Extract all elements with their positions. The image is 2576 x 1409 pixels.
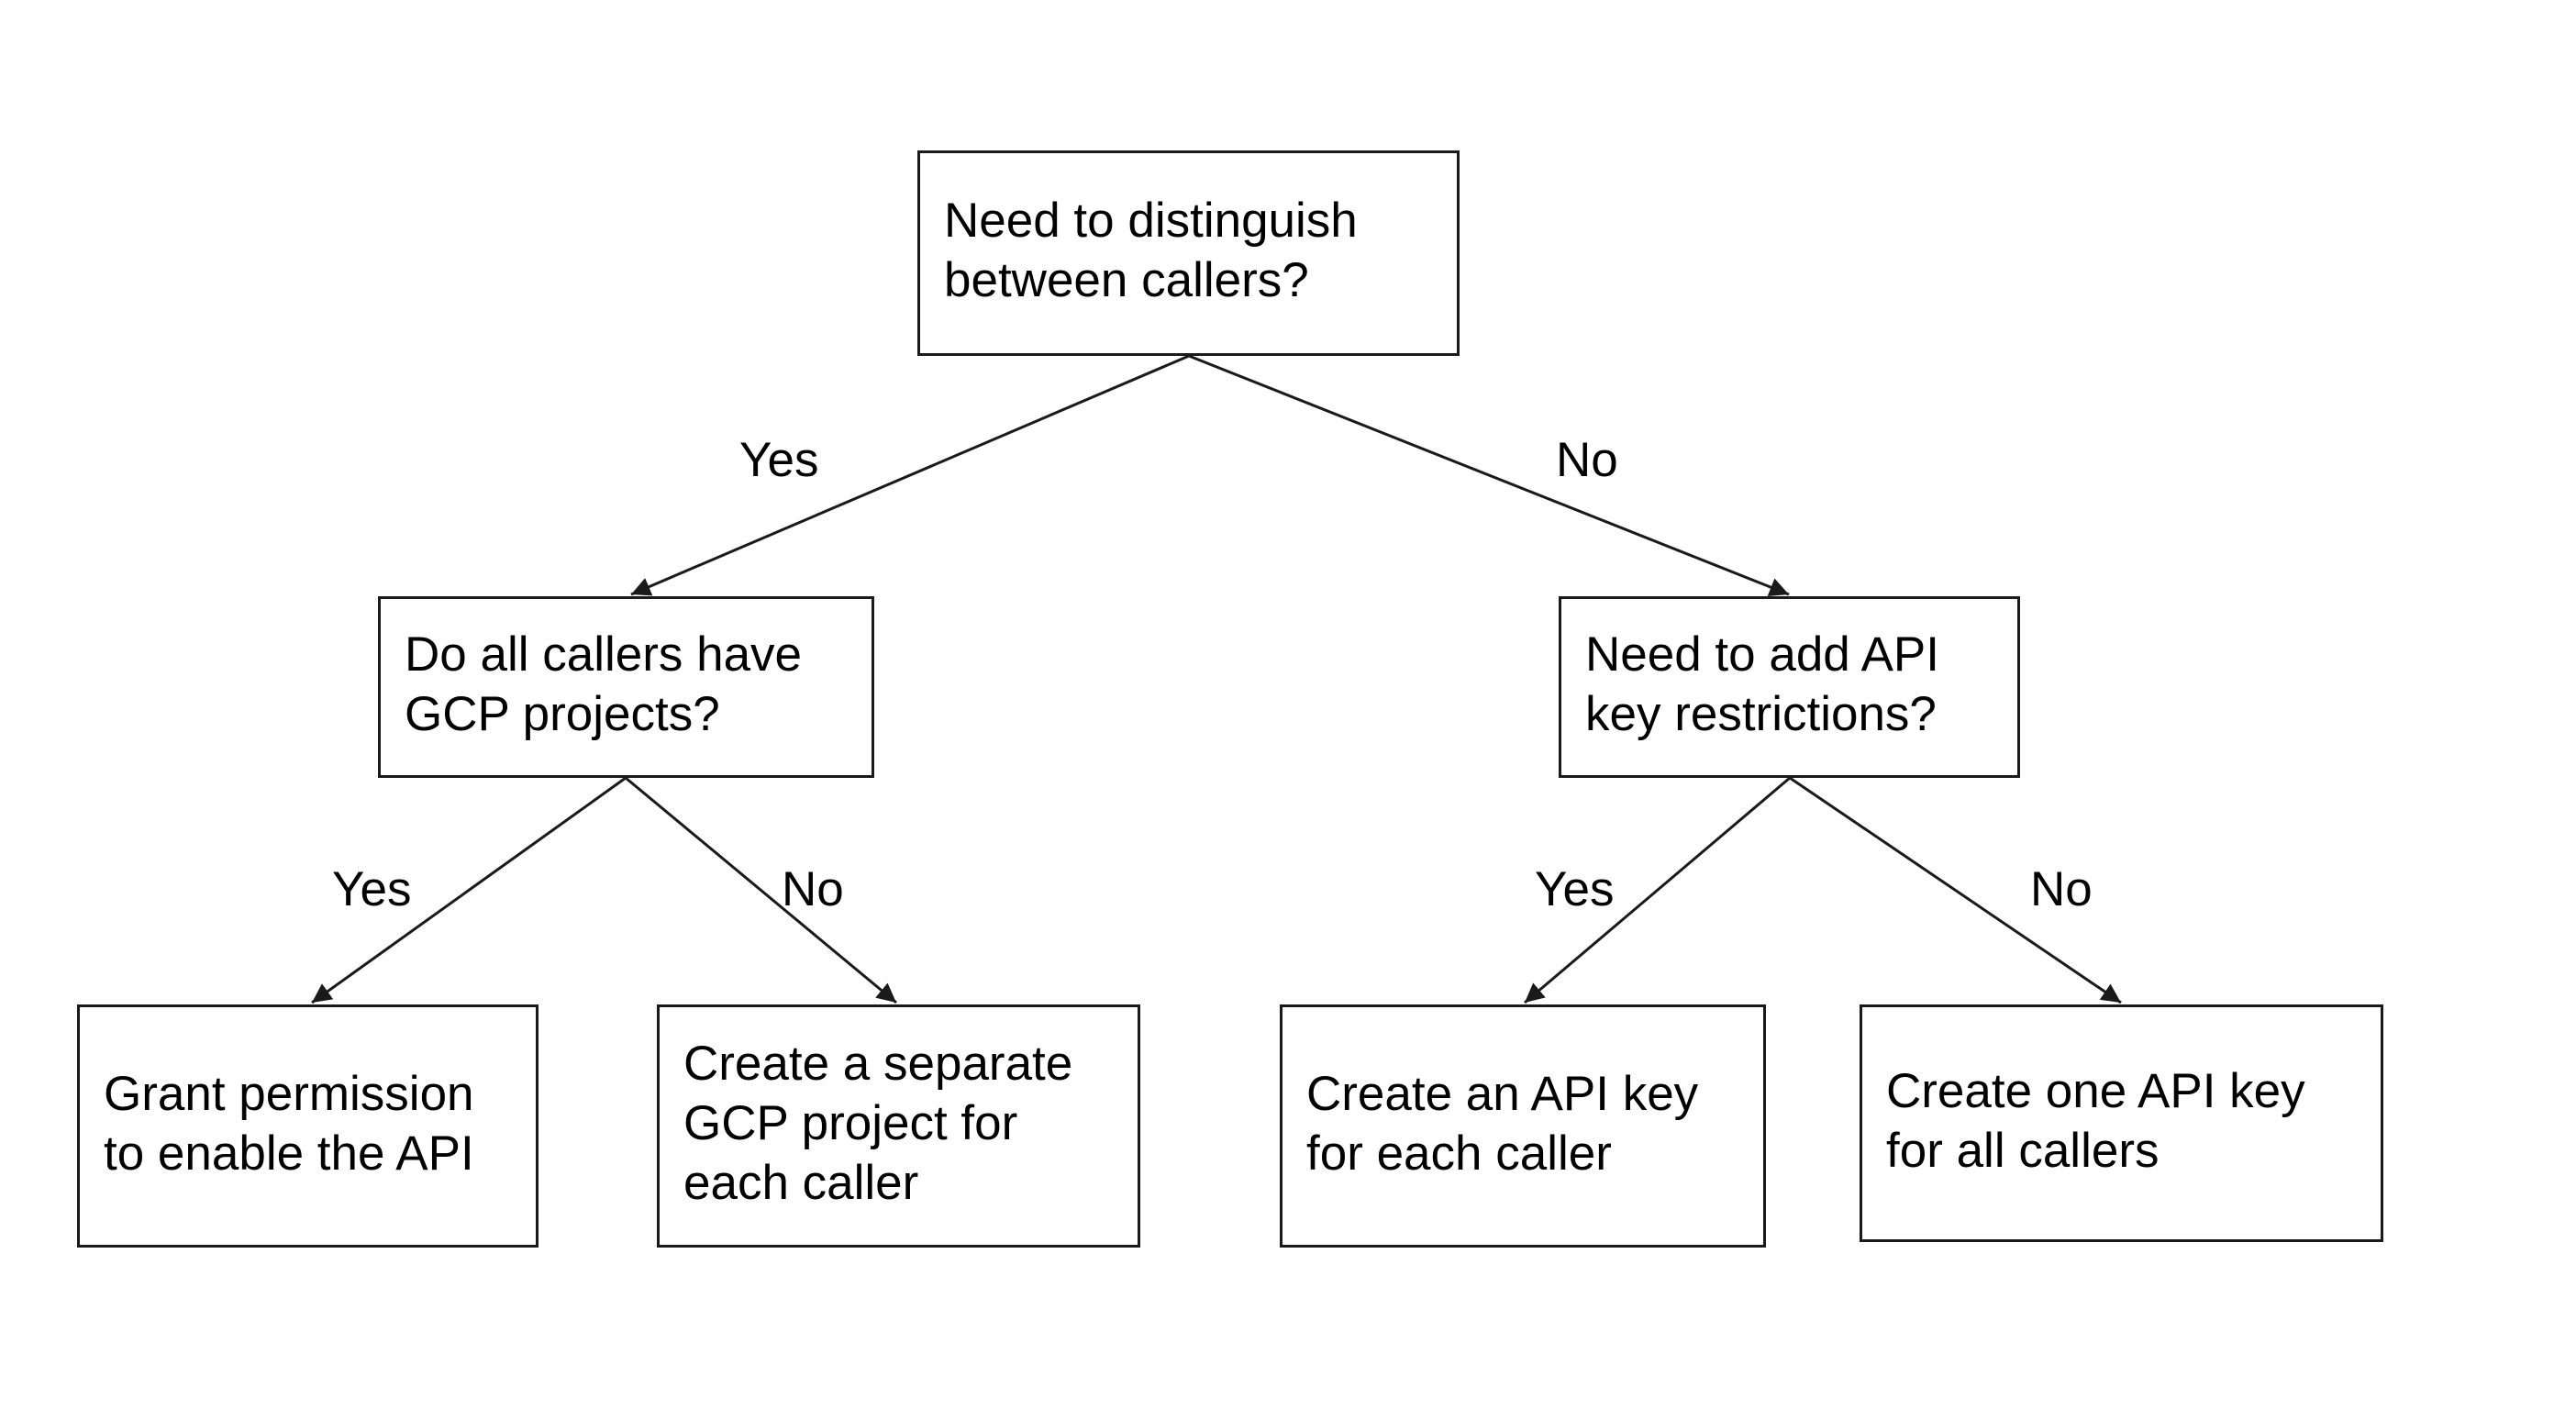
edge-label-left-yes: Yes (332, 862, 412, 916)
decision-node-gcp-projects: Do all callers have GCP projects? (378, 596, 874, 778)
edge-label-root-no: No (1556, 433, 1618, 487)
decision-node-distinguish-callers: Need to distinguish between callers? (917, 150, 1460, 356)
edge-left-yes (311, 776, 627, 1004)
edge-root-yes (630, 354, 1190, 596)
outcome-node-grant-permission: Grant permission to enable the API (77, 1004, 539, 1248)
edge-label-left-no: No (782, 862, 844, 916)
edge-label-right-no: No (2030, 862, 2093, 916)
edge-left-no (625, 776, 897, 1004)
edge-label-right-yes: Yes (1535, 862, 1615, 916)
decision-node-api-key-restrictions: Need to add API key restrictions? (1559, 596, 2020, 778)
edge-right-yes (1524, 776, 1791, 1004)
outcome-node-separate-project: Create a separate GCP project for each c… (657, 1004, 1140, 1248)
outcome-node-key-per-caller: Create an API key for each caller (1280, 1004, 1766, 1248)
outcome-node-one-key-all: Create one API key for all callers (1860, 1004, 2383, 1242)
edge-root-no (1188, 354, 1790, 596)
edge-label-root-yes: Yes (739, 433, 819, 487)
edge-right-no (1789, 776, 2122, 1004)
